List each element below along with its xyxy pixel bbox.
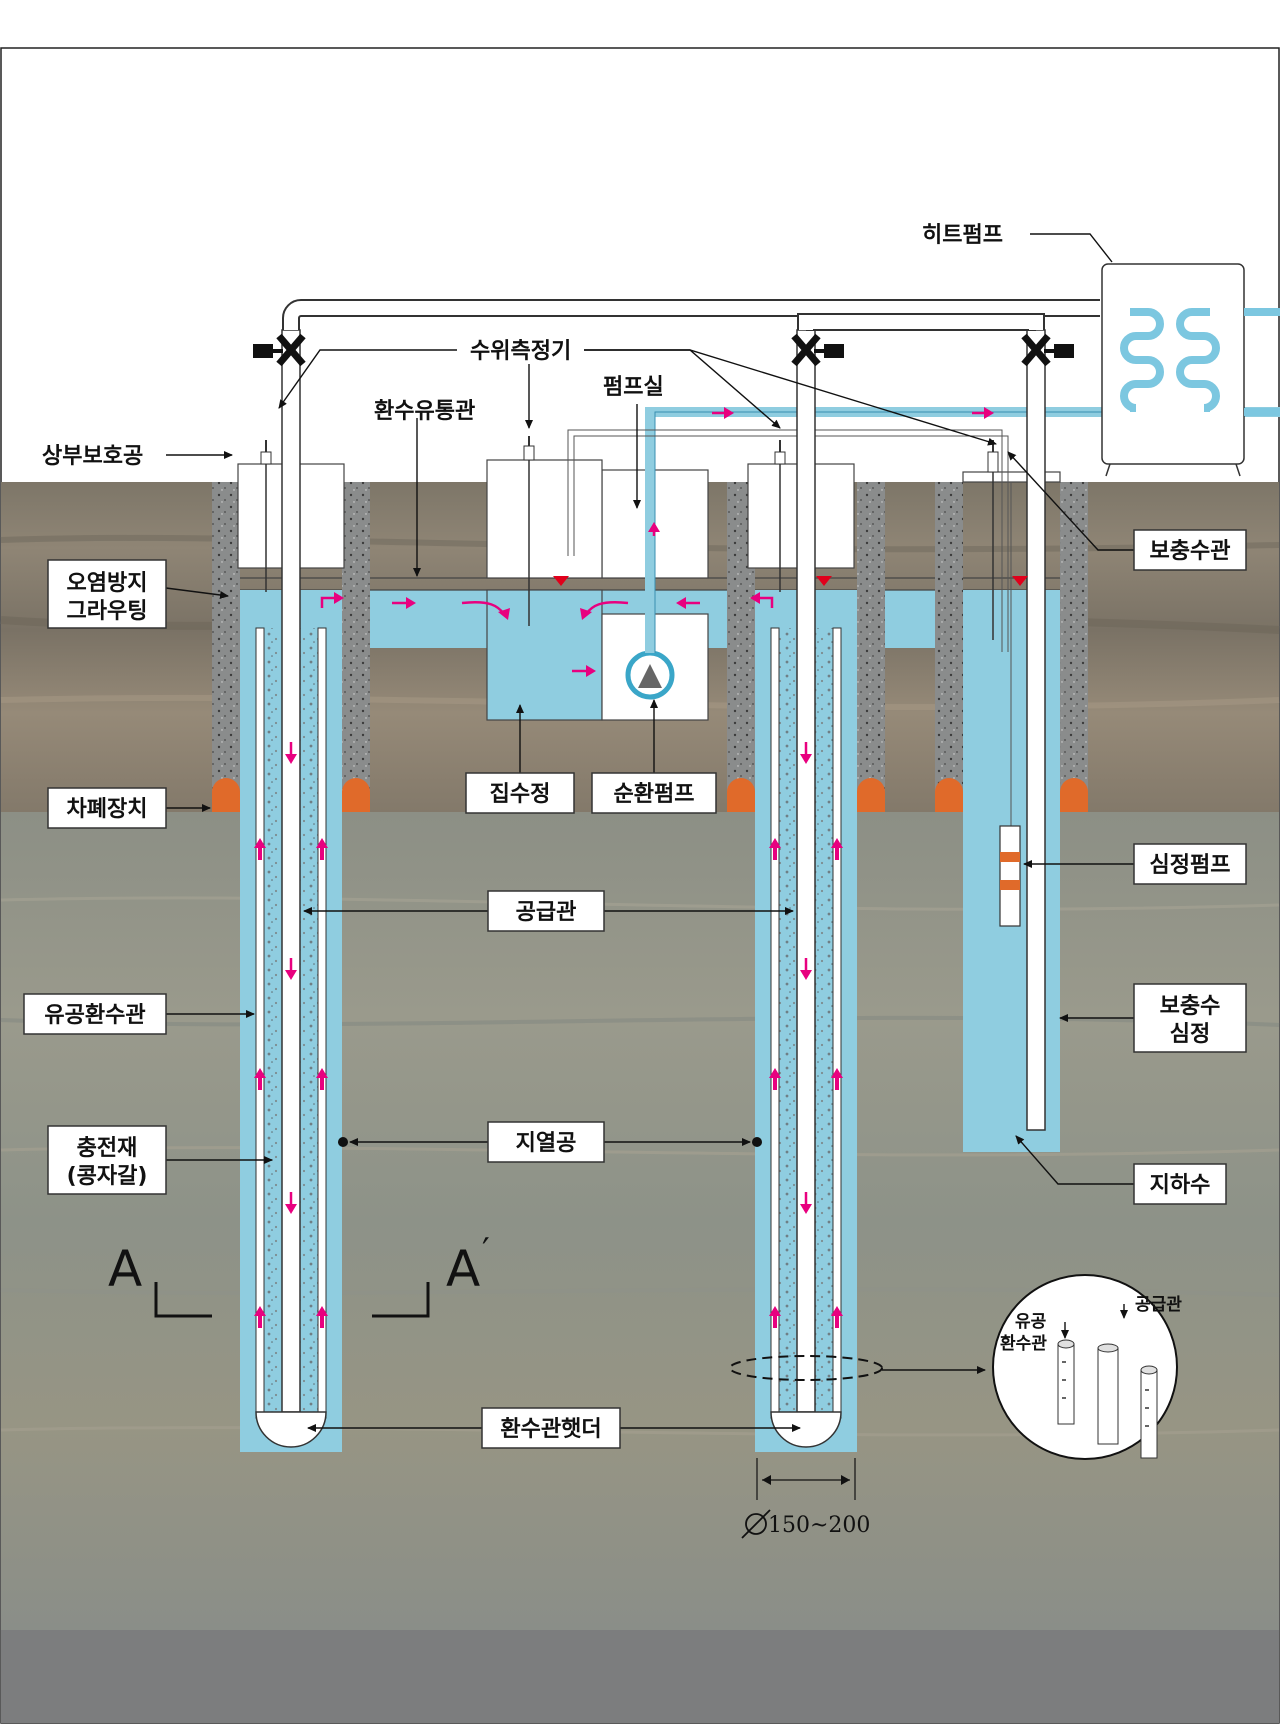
grout-right-1 [342,482,370,812]
svg-text:심정펌프: 심정펌프 [1150,853,1231,878]
grout-right-2 [857,482,885,812]
sump-tank [486,589,603,721]
grout-left-1 [212,482,240,812]
refill-pipe [567,429,1003,652]
label-perforated-return-pipe: 유공환수관 [23,993,167,1035]
grout-right-3 [1060,482,1088,812]
heat-pump-unit [1101,263,1280,477]
svg-text:지하수: 지하수 [1150,1173,1211,1198]
label-grouting: 오염방지 그라우팅 [47,559,167,629]
valves [253,333,1074,367]
shield-devices [212,778,1088,812]
svg-text:심정: 심정 [1170,1022,1210,1047]
detail-return-label-1: 유공 [1015,1312,1047,1332]
grout-left-3 [935,482,963,812]
section-label-a-prime: A [446,1240,480,1298]
deep-well-pump [999,482,1021,927]
svg-text:지열공: 지열공 [516,1131,577,1156]
label-filler: 충전재 (콩자갈) [47,1125,167,1195]
svg-text:오염방지: 오염방지 [67,571,148,596]
return-header-1 [255,1411,327,1448]
svg-text:집수정: 집수정 [490,782,551,807]
label-shield-device: 차폐장치 [47,787,167,829]
diameter-icon [745,1513,767,1535]
detail-return-label-2: 환수관 [1000,1334,1047,1354]
circulation-pump [625,650,675,700]
label-supply-pipe: 공급관 [487,890,605,932]
label-groundwater: 지하수 [1133,1163,1227,1205]
label-heat-pump: 히트펌프 [922,223,1003,248]
water-level-gauges [260,436,999,640]
label-circulation-pump: 순환펌프 [591,772,717,814]
svg-text:충전재: 충전재 [77,1136,138,1161]
section-prime-mark: ′ [482,1231,490,1271]
supply-pipe-1 [281,329,301,1413]
flow-arrows [254,407,994,1328]
rock-layer [1,812,1279,1632]
diameter-dimension: 150~200 [741,1458,870,1539]
label-refill-well: 보충수 심정 [1133,983,1247,1053]
svg-text:(콩자갈): (콩자갈) [67,1164,148,1189]
label-return-header: 환수관햇더 [481,1407,621,1449]
label-water-level-gauge: 수위측정기 [470,339,571,364]
svg-text:유공환수관: 유공환수관 [44,1003,145,1028]
svg-text:차폐장치: 차폐장치 [67,797,148,822]
bedrock-layer [1,1630,1279,1723]
svg-text:순환펌프: 순환펌프 [614,782,695,807]
water-level-markers [553,576,1028,586]
label-deep-well-pump: 심정펌프 [1133,843,1247,885]
label-geothermal-hole: 지열공 [487,1121,605,1163]
svg-text:보충수: 보충수 [1160,994,1221,1019]
section-label-a: A [108,1240,142,1298]
leader-lines [165,233,1134,1432]
svg-text:보충수관: 보충수관 [1150,539,1231,564]
svg-text:공급관: 공급관 [516,900,577,925]
label-sump: 집수정 [465,772,575,814]
sump-housing [486,459,603,579]
svg-text:그라우팅: 그라우팅 [67,599,148,624]
label-return-channel: 환수유통관 [374,399,475,424]
diameter-value: 150~200 [768,1513,870,1538]
pipe-detail-view: 공급관 유공 환수관 [729,1274,1182,1460]
label-pump-room: 펌프실 [603,375,664,400]
svg-text:환수관햇더: 환수관햇더 [500,1417,601,1442]
label-refill-pipe: 보충수관 [1133,529,1247,571]
detail-supply-label: 공급관 [1135,1295,1182,1315]
refill-well-casing-pipe [1026,329,1046,1131]
section-line: A A ′ [108,1231,490,1318]
label-top-protection: 상부보호공 [42,444,143,469]
supply-pipe-2 [796,329,816,1413]
